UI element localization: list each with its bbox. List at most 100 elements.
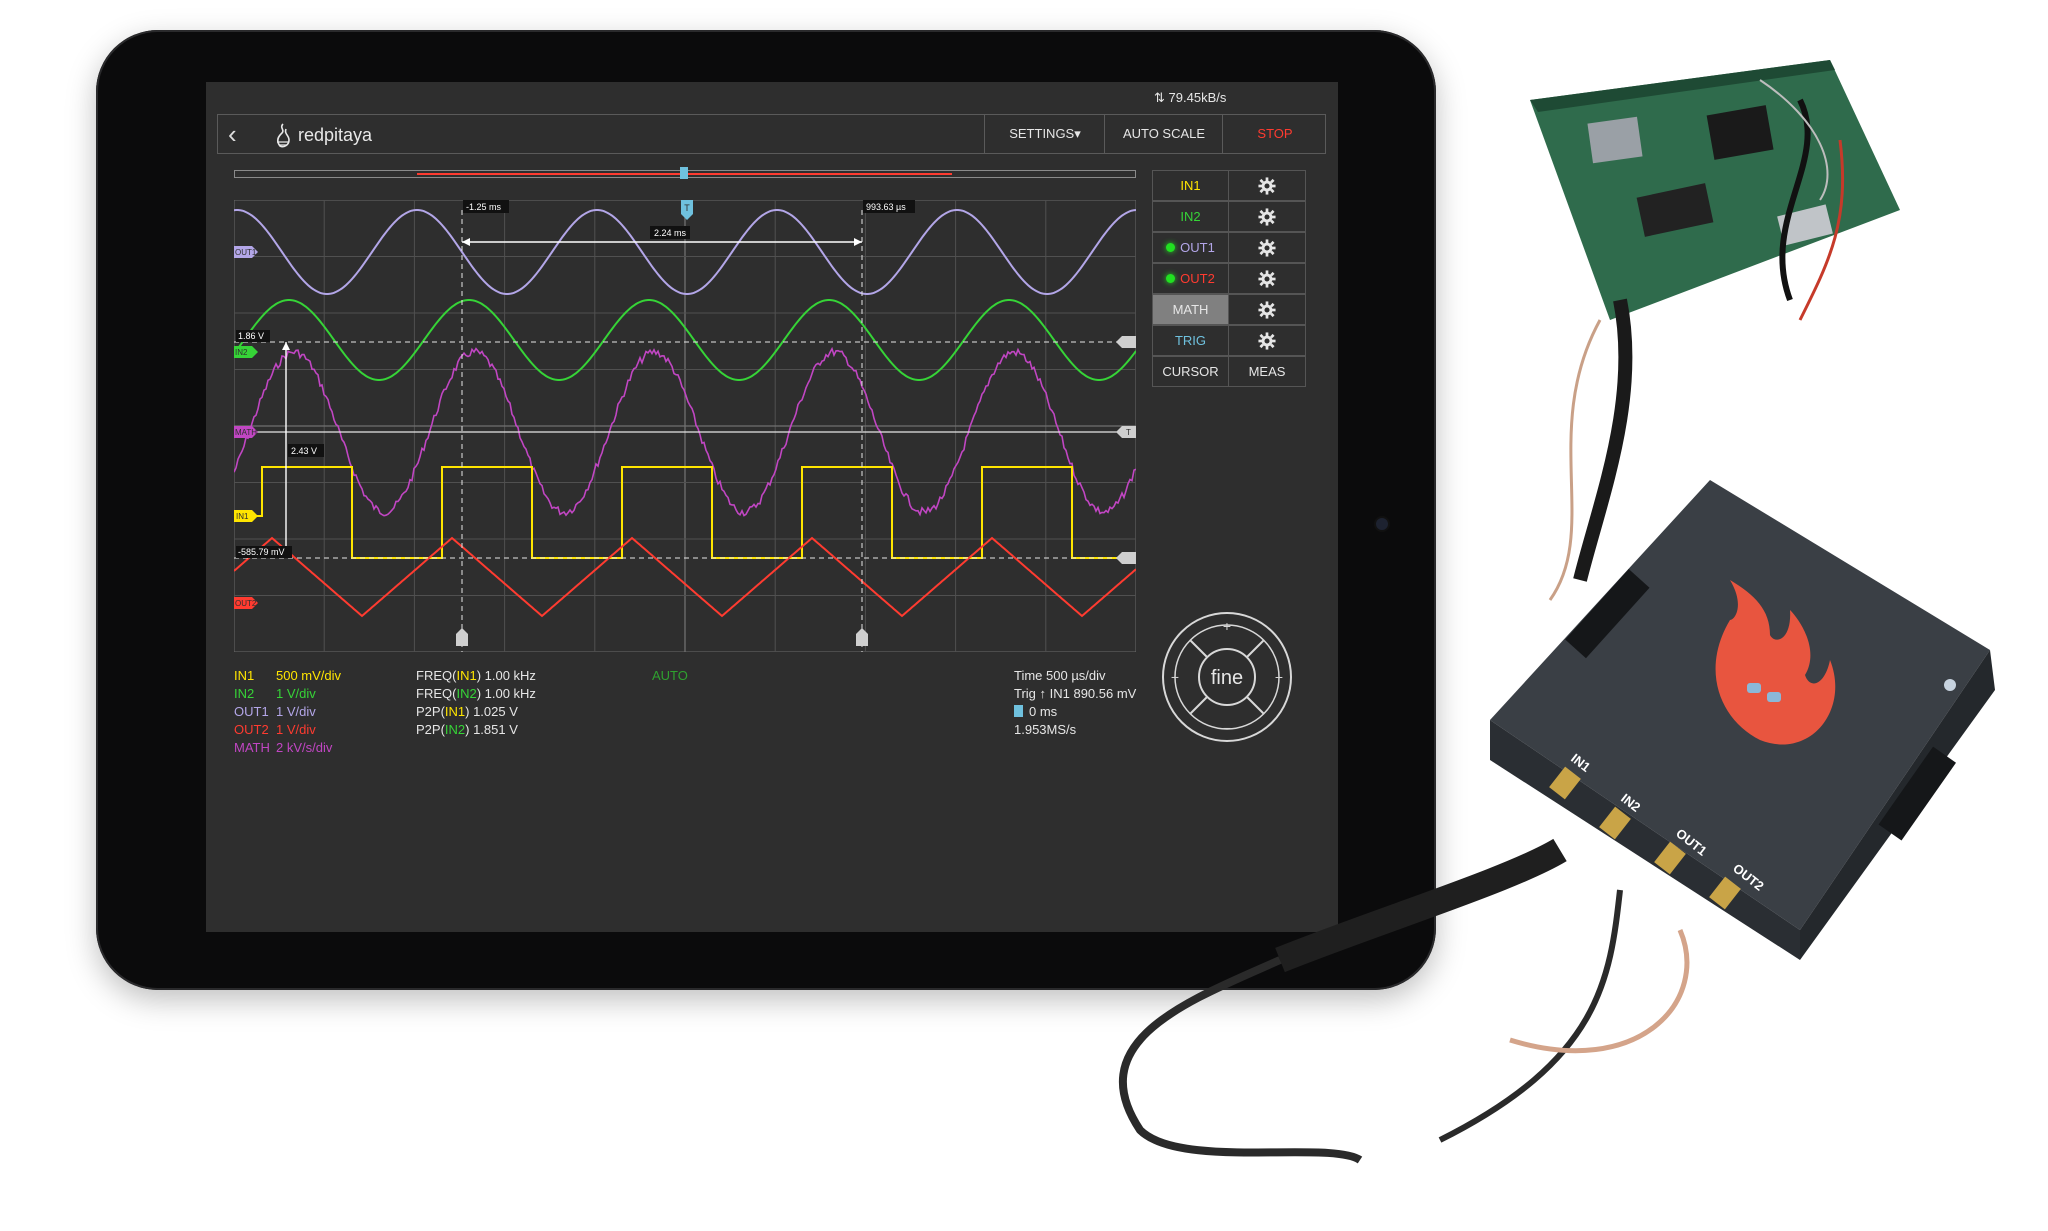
timeline-bar[interactable] <box>234 167 1136 179</box>
sample-rate: 1.953MS/s <box>1014 722 1077 737</box>
cursor-y2-handle <box>1116 552 1136 564</box>
stemlab-device: IN1 IN2 OUT1 OUT2 <box>1490 480 1995 960</box>
cursor-x2-handle <box>856 628 868 646</box>
cursor-x1-label: -1.25 ms <box>466 202 502 212</box>
flame-logo-icon <box>1715 580 1836 745</box>
measurements: FREQ(IN1) 1.00 kHz FREQ(IN2) 1.00 kHz P2… <box>416 667 536 739</box>
channel-button-out2[interactable]: OUT2 <box>1152 263 1229 294</box>
marker-trigger-text: T <box>1126 428 1131 437</box>
meas-freq-in2: FREQ(IN2) 1.00 kHz <box>416 686 536 701</box>
channel-button-math[interactable]: MATH <box>1152 294 1229 325</box>
chevron-left-icon: ‹ <box>228 119 237 149</box>
channel-button-out1[interactable]: OUT1 <box>1152 232 1229 263</box>
marker-out1 <box>234 246 258 258</box>
channel-label: MATH <box>1172 302 1209 317</box>
cursor-x2-label: 993.63 µs <box>866 202 906 212</box>
chevron-down-icon: ▾ <box>1074 126 1081 141</box>
dial-up-button[interactable]: + <box>1223 618 1231 634</box>
marker-in2 <box>234 346 258 358</box>
channel-button-trig[interactable]: TRIG <box>1152 325 1229 356</box>
gear-icon[interactable] <box>1229 263 1306 294</box>
time-offset: 0 ms <box>1014 703 1136 721</box>
channel-led-icon <box>1166 274 1176 283</box>
channel-label: IN1 <box>1180 178 1201 193</box>
cursor-dy-label: 2.43 V <box>291 446 317 456</box>
gear-icon[interactable] <box>1229 201 1306 232</box>
timing-info: Time 500 µs/div Trig ↑ IN1 890.56 mV 0 m… <box>1014 667 1136 739</box>
dial-down-button[interactable]: − <box>1223 720 1231 736</box>
stop-button[interactable]: STOP <box>1222 115 1327 153</box>
gear-icon[interactable] <box>1229 170 1306 201</box>
dial-left-button[interactable]: − <box>1171 669 1179 685</box>
cursor-labels: -1.25 ms 993.63 µs 2.24 ms 1.86 V -585.7… <box>236 200 915 558</box>
trace-out2 <box>234 536 1136 618</box>
up-down-arrows-icon: ⇅ <box>1154 90 1165 105</box>
top-bar: ‹ redpitaya SETTINGS▾ AUTO SCALE STOP <box>217 114 1326 154</box>
channel-row-out1: OUT1 <box>1152 232 1306 263</box>
gear-icon[interactable] <box>1229 325 1306 356</box>
channel-row-math: MATH <box>1152 294 1306 325</box>
oscilloscope-screen: ⇅ 79.45kB/s ‹ redpitaya SETTINGS▾ AUTO S… <box>206 82 1338 932</box>
data-rate: ⇅ 79.45kB/s <box>1154 90 1227 105</box>
time-per-div: Time 500 µs/div <box>1014 668 1106 683</box>
trace-in1 <box>234 466 1136 559</box>
trace-out1 <box>234 209 1136 295</box>
channel-row-in2: IN2 <box>1152 201 1306 232</box>
dial-right-button[interactable]: + <box>1275 669 1283 685</box>
channel-label: OUT1 <box>1180 240 1215 255</box>
channel-led-icon <box>1166 243 1176 252</box>
cursor-dx-label: 2.24 ms <box>654 228 687 238</box>
back-button[interactable]: ‹ <box>228 120 237 148</box>
marker-out2-text: OUT2 <box>235 599 257 608</box>
fine-button[interactable]: fine <box>1211 667 1243 689</box>
cursor-button[interactable]: CURSOR <box>1152 356 1229 387</box>
marker-trigger-level <box>1116 426 1136 438</box>
oscilloscope-plot[interactable]: T -1.25 ms 993.63 µs 2.24 ms 1.86 V -585… <box>234 200 1136 652</box>
channel-row-in1: IN1 <box>1152 170 1306 201</box>
fine-control-dial[interactable]: fine + − − + <box>1160 610 1294 744</box>
marker-math <box>234 426 258 438</box>
channel-button-in1[interactable]: IN1 <box>1152 170 1229 201</box>
camera-icon <box>1376 518 1388 530</box>
brand-logo: redpitaya <box>272 121 372 149</box>
marker-out2 <box>234 597 258 609</box>
circuit-board <box>1530 60 1900 321</box>
trigger-marker-text: T <box>684 203 690 213</box>
channel-label: TRIG <box>1174 333 1207 348</box>
marker-in1-text: IN1 <box>236 512 249 521</box>
redpitaya-logo-icon <box>276 123 290 148</box>
trigger-time-marker <box>681 200 693 220</box>
marker-math-text: MATH <box>235 428 257 437</box>
auto-scale-button[interactable]: AUTO SCALE <box>1104 115 1223 153</box>
meas-button[interactable]: MEAS <box>1229 356 1306 387</box>
trace-in2 <box>234 299 1136 381</box>
timeline-trigger-marker[interactable] <box>680 167 688 179</box>
cursor-y1-label: 1.86 V <box>238 331 264 341</box>
gear-icon[interactable] <box>1229 294 1306 325</box>
trigger-mode: AUTO <box>652 668 688 683</box>
channel-row-trig: TRIG <box>1152 325 1306 356</box>
settings-button[interactable]: SETTINGS▾ <box>984 115 1105 153</box>
probe-cables <box>1119 298 1690 1164</box>
cursor-x1-handle <box>456 628 468 646</box>
gear-icon[interactable] <box>1229 232 1306 263</box>
trigger-marker-icon <box>1014 705 1023 717</box>
channel-button-in2[interactable]: IN2 <box>1152 201 1229 232</box>
marker-in2-text: IN2 <box>235 348 248 357</box>
cursor-lines: T <box>234 200 1136 652</box>
cursor-y2-label: -585.79 mV <box>238 547 285 557</box>
trace-math <box>234 346 1136 517</box>
channel-label: OUT2 <box>1180 271 1215 286</box>
meas-freq-in1: FREQ(IN1) 1.00 kHz <box>416 668 536 683</box>
cursor-y1-handle <box>1116 336 1136 348</box>
trigger-setting: Trig ↑ IN1 890.56 mV <box>1014 686 1137 701</box>
meas-p2p-in1: P2P(IN1) 1.025 V <box>416 704 518 719</box>
channel-label: IN2 <box>1180 209 1201 224</box>
